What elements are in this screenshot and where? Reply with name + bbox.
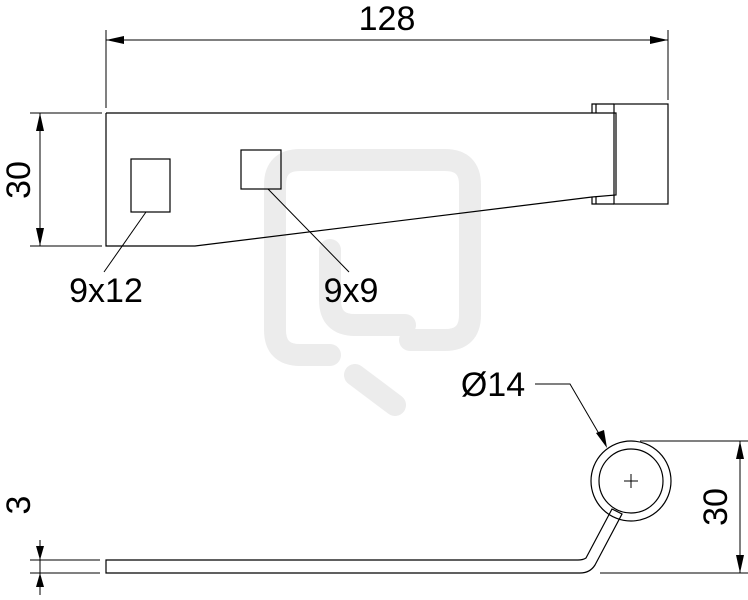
hinge-leaf-bottom [591, 197, 614, 205]
label-30-top: 30 [0, 161, 38, 199]
label-128: 128 [359, 0, 416, 38]
hinge-barrel [613, 103, 669, 205]
side-view [30, 383, 748, 595]
leader-diameter [535, 383, 606, 445]
eye-outer [590, 440, 672, 522]
eye-inner [598, 448, 664, 514]
label-9x12: 9x12 [69, 272, 143, 310]
hole-9x9 [240, 149, 282, 190]
leader-9x9 [267, 188, 350, 273]
label-diameter: Ø14 [461, 366, 525, 404]
label-30-side: 30 [697, 488, 735, 526]
watermark-logo [264, 149, 481, 416]
hinge-leaf [591, 103, 614, 113]
plate-outline [105, 112, 617, 247]
strip-profile [105, 508, 623, 574]
label-9x9: 9x9 [324, 272, 379, 310]
top-view [30, 30, 669, 273]
hole-9x12 [130, 158, 171, 213]
leader-9x12 [103, 211, 147, 273]
label-3: 3 [0, 496, 38, 515]
